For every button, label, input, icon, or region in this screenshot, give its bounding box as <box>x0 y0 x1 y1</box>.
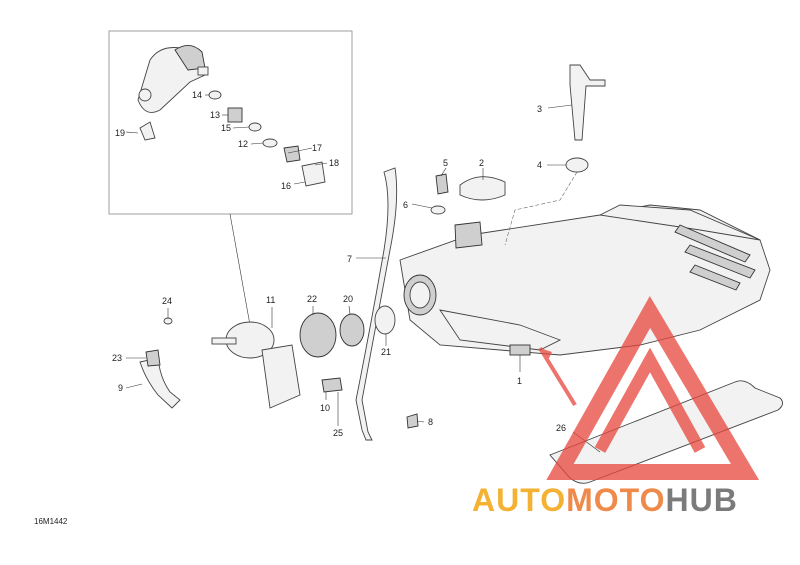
part-6 <box>430 205 446 215</box>
watermark-moto: MOTO <box>566 482 666 518</box>
callout-21: 21 <box>381 347 391 357</box>
callout-20: 20 <box>343 294 353 304</box>
o-ring-21 <box>374 305 396 335</box>
callout-24: 24 <box>162 296 172 306</box>
callout-9: 9 <box>118 383 123 393</box>
part-8 <box>406 413 419 429</box>
callout-19: 19 <box>115 128 125 138</box>
inset-part-12 <box>262 138 278 148</box>
callout-18: 18 <box>329 158 339 168</box>
fuel-pump-11 <box>211 321 301 409</box>
callout-8: 8 <box>428 417 433 427</box>
pump-ring-20 <box>339 313 365 347</box>
callout-17: 17 <box>312 143 322 153</box>
callout-labels: 1 2 3 4 5 6 7 8 9 10 11 12 13 14 15 16 1… <box>112 90 566 438</box>
watermark-triangle-logo <box>538 296 760 480</box>
callout-5: 5 <box>443 158 448 168</box>
skid-plate-26 <box>549 380 783 484</box>
callout-10: 10 <box>320 403 330 413</box>
inset-part-15 <box>248 122 262 132</box>
watermark-hub: HUB <box>665 482 738 518</box>
watermark-wordmark: AUTOMOTOHUB <box>472 482 738 519</box>
inset-part-13 <box>227 107 243 123</box>
hose-9 <box>139 357 181 409</box>
callout-16: 16 <box>281 181 291 191</box>
callout-1: 1 <box>517 376 522 386</box>
vent-hose-7 <box>355 167 398 441</box>
callout-22: 22 <box>307 294 317 304</box>
part-5 <box>435 173 449 195</box>
connector-23 <box>145 349 161 367</box>
inset-part-18 <box>301 161 326 187</box>
callout-12: 12 <box>238 139 248 149</box>
watermark-auto: AUTO <box>472 482 567 518</box>
callout-14: 14 <box>192 90 202 100</box>
inset-part-17 <box>283 145 301 163</box>
callout-25: 25 <box>333 428 343 438</box>
fuel-gauge-3 <box>569 64 606 141</box>
callout-2: 2 <box>479 158 484 168</box>
detail-inset-frame <box>108 30 353 215</box>
callout-11: 11 <box>266 295 275 305</box>
inset-pump-assembly <box>137 45 209 141</box>
fitting-10 <box>321 377 343 393</box>
callout-3: 3 <box>537 104 542 114</box>
inset-part-14 <box>208 90 222 100</box>
callout-7: 7 <box>347 254 352 264</box>
callout-13: 13 <box>210 110 220 120</box>
fuel-cap-2 <box>459 176 506 201</box>
clamp-ring-22 <box>299 312 337 358</box>
clip-24 <box>163 317 173 325</box>
callout-6: 6 <box>403 200 408 210</box>
leader-lines <box>125 94 601 453</box>
diagram-code: 16M1442 <box>34 517 68 526</box>
callout-4: 4 <box>537 160 542 170</box>
fuel-tank <box>399 204 771 356</box>
callout-26: 26 <box>556 423 566 433</box>
callout-15: 15 <box>221 123 231 133</box>
grommet-4 <box>565 157 589 173</box>
callout-23: 23 <box>112 353 122 363</box>
